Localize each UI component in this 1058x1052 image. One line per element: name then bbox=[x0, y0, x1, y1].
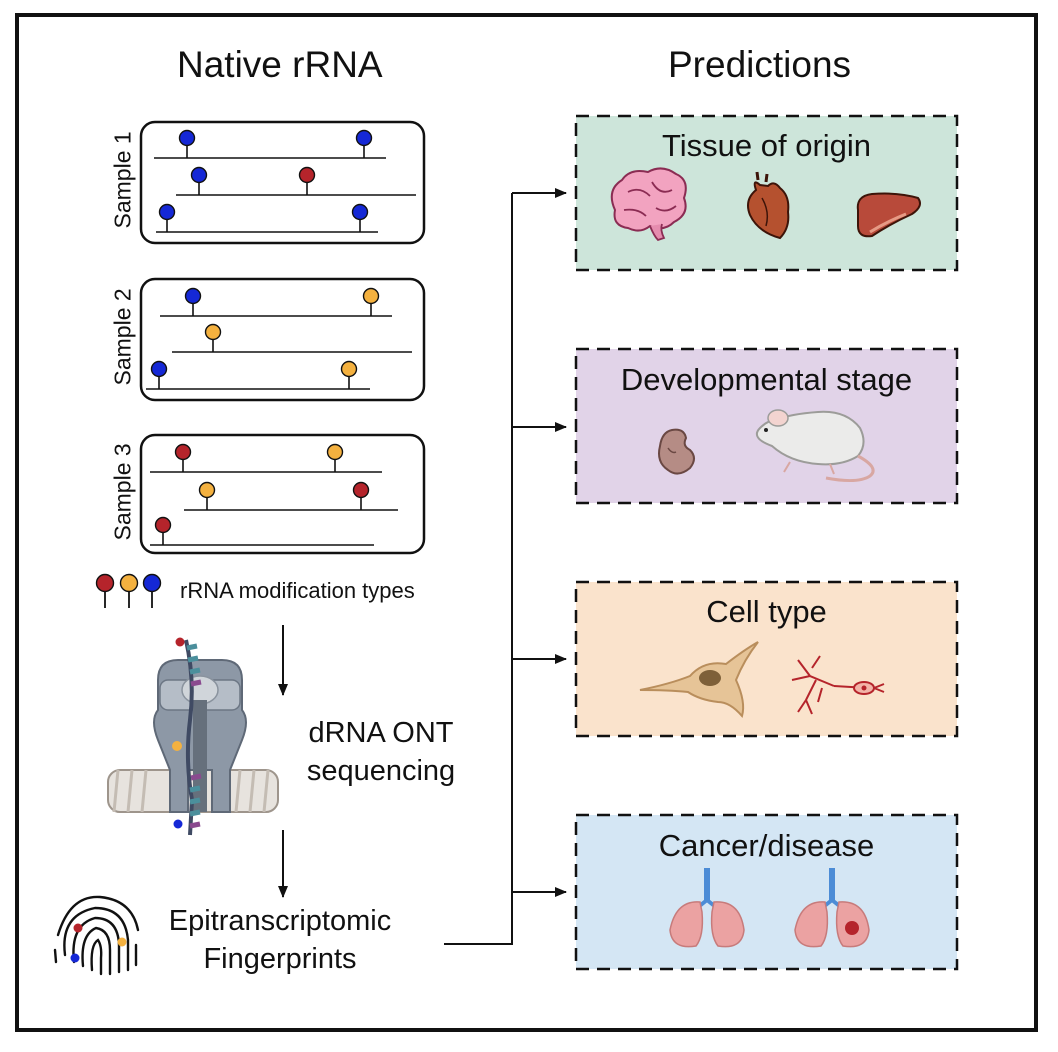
modification-pin-red bbox=[298, 166, 316, 195]
sequencing-line-2: sequencing bbox=[306, 755, 456, 787]
liver-icon bbox=[856, 192, 921, 238]
nanopore-sequencer-icon bbox=[107, 637, 279, 836]
reads-layer bbox=[146, 129, 416, 546]
modification-pin-orange bbox=[340, 360, 358, 389]
sample-2-box bbox=[139, 277, 426, 402]
sample-1-label: Sample 1 bbox=[109, 131, 136, 229]
sample-3-label: Sample 3 bbox=[109, 443, 136, 541]
brain-icon bbox=[610, 167, 687, 242]
legend-pins bbox=[95, 573, 162, 608]
modification-pin-blue bbox=[184, 287, 202, 316]
native-rrna-heading: Native rRNA bbox=[177, 44, 383, 85]
prediction-title-celltype: Cell type bbox=[706, 594, 827, 629]
modification-pin-red bbox=[174, 443, 192, 472]
modification-pin-orange bbox=[362, 287, 380, 316]
sample-2-label: Sample 2 bbox=[109, 288, 136, 386]
modification-pin-red bbox=[154, 516, 172, 545]
legend-pin-blue bbox=[142, 573, 162, 608]
modification-pin-red bbox=[352, 481, 370, 510]
modification-pin-blue bbox=[158, 203, 176, 232]
fingerprint-label: Epitranscriptomic Fingerprints bbox=[140, 902, 420, 978]
modification-pin-orange bbox=[326, 443, 344, 472]
mouse-icon bbox=[756, 409, 875, 483]
healthy-lungs-icon bbox=[669, 868, 745, 948]
embryo-icon bbox=[658, 428, 695, 475]
tumor-lungs-icon bbox=[794, 868, 870, 948]
prediction-title-tissue: Tissue of origin bbox=[661, 128, 872, 163]
modification-pin-orange bbox=[204, 323, 222, 352]
sequencing-label: dRNA ONT sequencing bbox=[296, 714, 466, 790]
prediction-box-celltype bbox=[574, 580, 959, 738]
neuron-icon bbox=[791, 655, 885, 715]
prediction-title-developmental: Developmental stage bbox=[620, 362, 913, 397]
fingerprint-line-1: Epitranscriptomic bbox=[168, 905, 392, 937]
prediction-box-cancer bbox=[574, 813, 959, 971]
fibroblast-cell-icon bbox=[639, 641, 759, 719]
heart-icon bbox=[747, 171, 790, 240]
modification-pin-blue bbox=[178, 129, 196, 158]
modification-pin-blue bbox=[351, 203, 369, 232]
predictions-heading: Predictions bbox=[668, 44, 852, 85]
figure-frame bbox=[15, 13, 1038, 1032]
modification-pin-blue bbox=[190, 166, 208, 195]
sample-3-box bbox=[139, 433, 426, 555]
modification-pin-blue bbox=[355, 129, 373, 158]
fingerprint-line-2: Fingerprints bbox=[203, 943, 357, 975]
fingerprint-icon bbox=[53, 895, 140, 976]
prediction-title-cancer: Cancer/disease bbox=[658, 828, 875, 863]
sequencing-line-1: dRNA ONT bbox=[308, 717, 454, 749]
legend-pin-red bbox=[95, 573, 115, 608]
legend-pin-orange bbox=[119, 573, 139, 608]
modification-pin-blue bbox=[150, 360, 168, 389]
modification-pin-orange bbox=[198, 481, 216, 510]
legend-label: rRNA modification types bbox=[180, 578, 415, 603]
branch-connector bbox=[444, 188, 567, 945]
